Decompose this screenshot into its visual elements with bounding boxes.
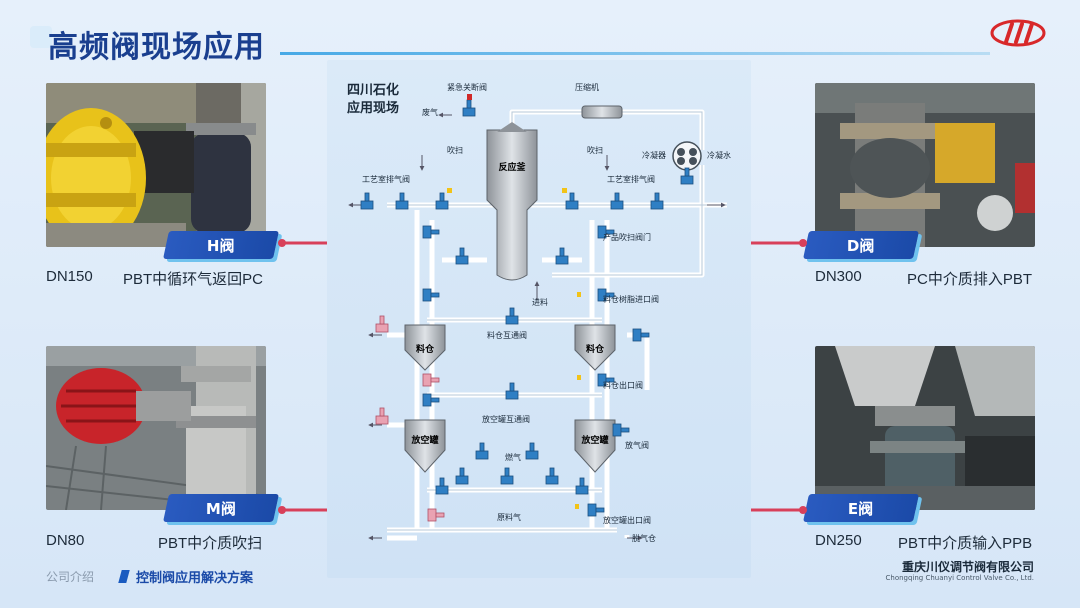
silo-link-label: 料仓互通阀 (487, 330, 527, 340)
cooling-water-label: 冷凝水 (707, 150, 731, 160)
m-valve-description: PBT中介质吹扫 (158, 535, 263, 552)
e-valve-description: PBT中介质输入PPB (898, 535, 1033, 552)
title-underline (280, 52, 990, 55)
photo-h-valve (46, 83, 266, 247)
company-name-en: Chongqing Chuanyi Control Valve Co., Ltd… (885, 574, 1035, 582)
company-logo-icon (990, 19, 1046, 47)
condenser-label: 冷凝器 (642, 150, 666, 160)
degas-label: 脱气仓 (632, 533, 656, 543)
compressor-label: 压缩机 (575, 82, 599, 92)
photo-m-valve (46, 346, 266, 510)
tank-left-label: 放空罐 (410, 434, 438, 446)
product-purge-label: 产品吹扫阀门 (603, 232, 651, 242)
m-valve-size: DN80 (46, 532, 85, 549)
page-title: 高频阀现场应用 (48, 30, 265, 65)
tank-right-label: 放空罐 (580, 434, 608, 446)
diagram-title-line1: 四川石化 (347, 82, 399, 98)
diagram-title-line2: 应用现场 (347, 100, 399, 116)
raw-gas-label: 原料气 (497, 512, 521, 522)
vent-right-label: 工艺室排气阀 (607, 174, 655, 184)
process-diagram: 反应釜 料仓 料仓 放空罐 放空罐 (327, 60, 751, 578)
company-name-cn: 重庆川仪调节阀有限公司 (901, 560, 1034, 574)
emergency-valve-label: 紧急关断阀 (447, 82, 487, 92)
vent-left-label: 工艺室排气阀 (362, 174, 410, 184)
h-valve-size: DN150 (46, 268, 93, 285)
tank-outlet-label: 放空罐出口阀 (603, 515, 651, 525)
silo-left-label: 料仓 (416, 343, 435, 355)
vent-valve-label: 放气阀 (625, 440, 649, 450)
fuel-gas-label: 燃气 (505, 452, 521, 462)
feed-label: 进料 (532, 297, 548, 307)
purge-left-label: 吹扫 (447, 145, 463, 155)
title-decoration (30, 26, 52, 48)
photo-e-valve (815, 346, 1035, 510)
e-valve-size: DN250 (815, 532, 862, 549)
photo-d-valve (815, 83, 1035, 247)
purge-right-label: 吹扫 (587, 145, 603, 155)
reactor-label: 反应釜 (498, 161, 526, 173)
silo-outlet-label: 料仓出口阀 (603, 380, 643, 390)
tank-link-label: 放空罐互通阀 (482, 414, 530, 424)
resin-inlet-label: 料仓树脂进口阀 (603, 294, 659, 304)
footer-section[interactable]: 公司介绍 (46, 570, 95, 584)
footer-subsection[interactable]: 控制阀应用解决方案 (136, 571, 254, 586)
silo-right-label: 料仓 (586, 343, 605, 355)
d-valve-description: PC中介质排入PBT (907, 271, 1033, 288)
waste-gas-label: 废气 (422, 107, 438, 117)
h-valve-description: PBT中循环气返回PC (123, 271, 264, 288)
d-valve-size: DN300 (815, 268, 862, 285)
